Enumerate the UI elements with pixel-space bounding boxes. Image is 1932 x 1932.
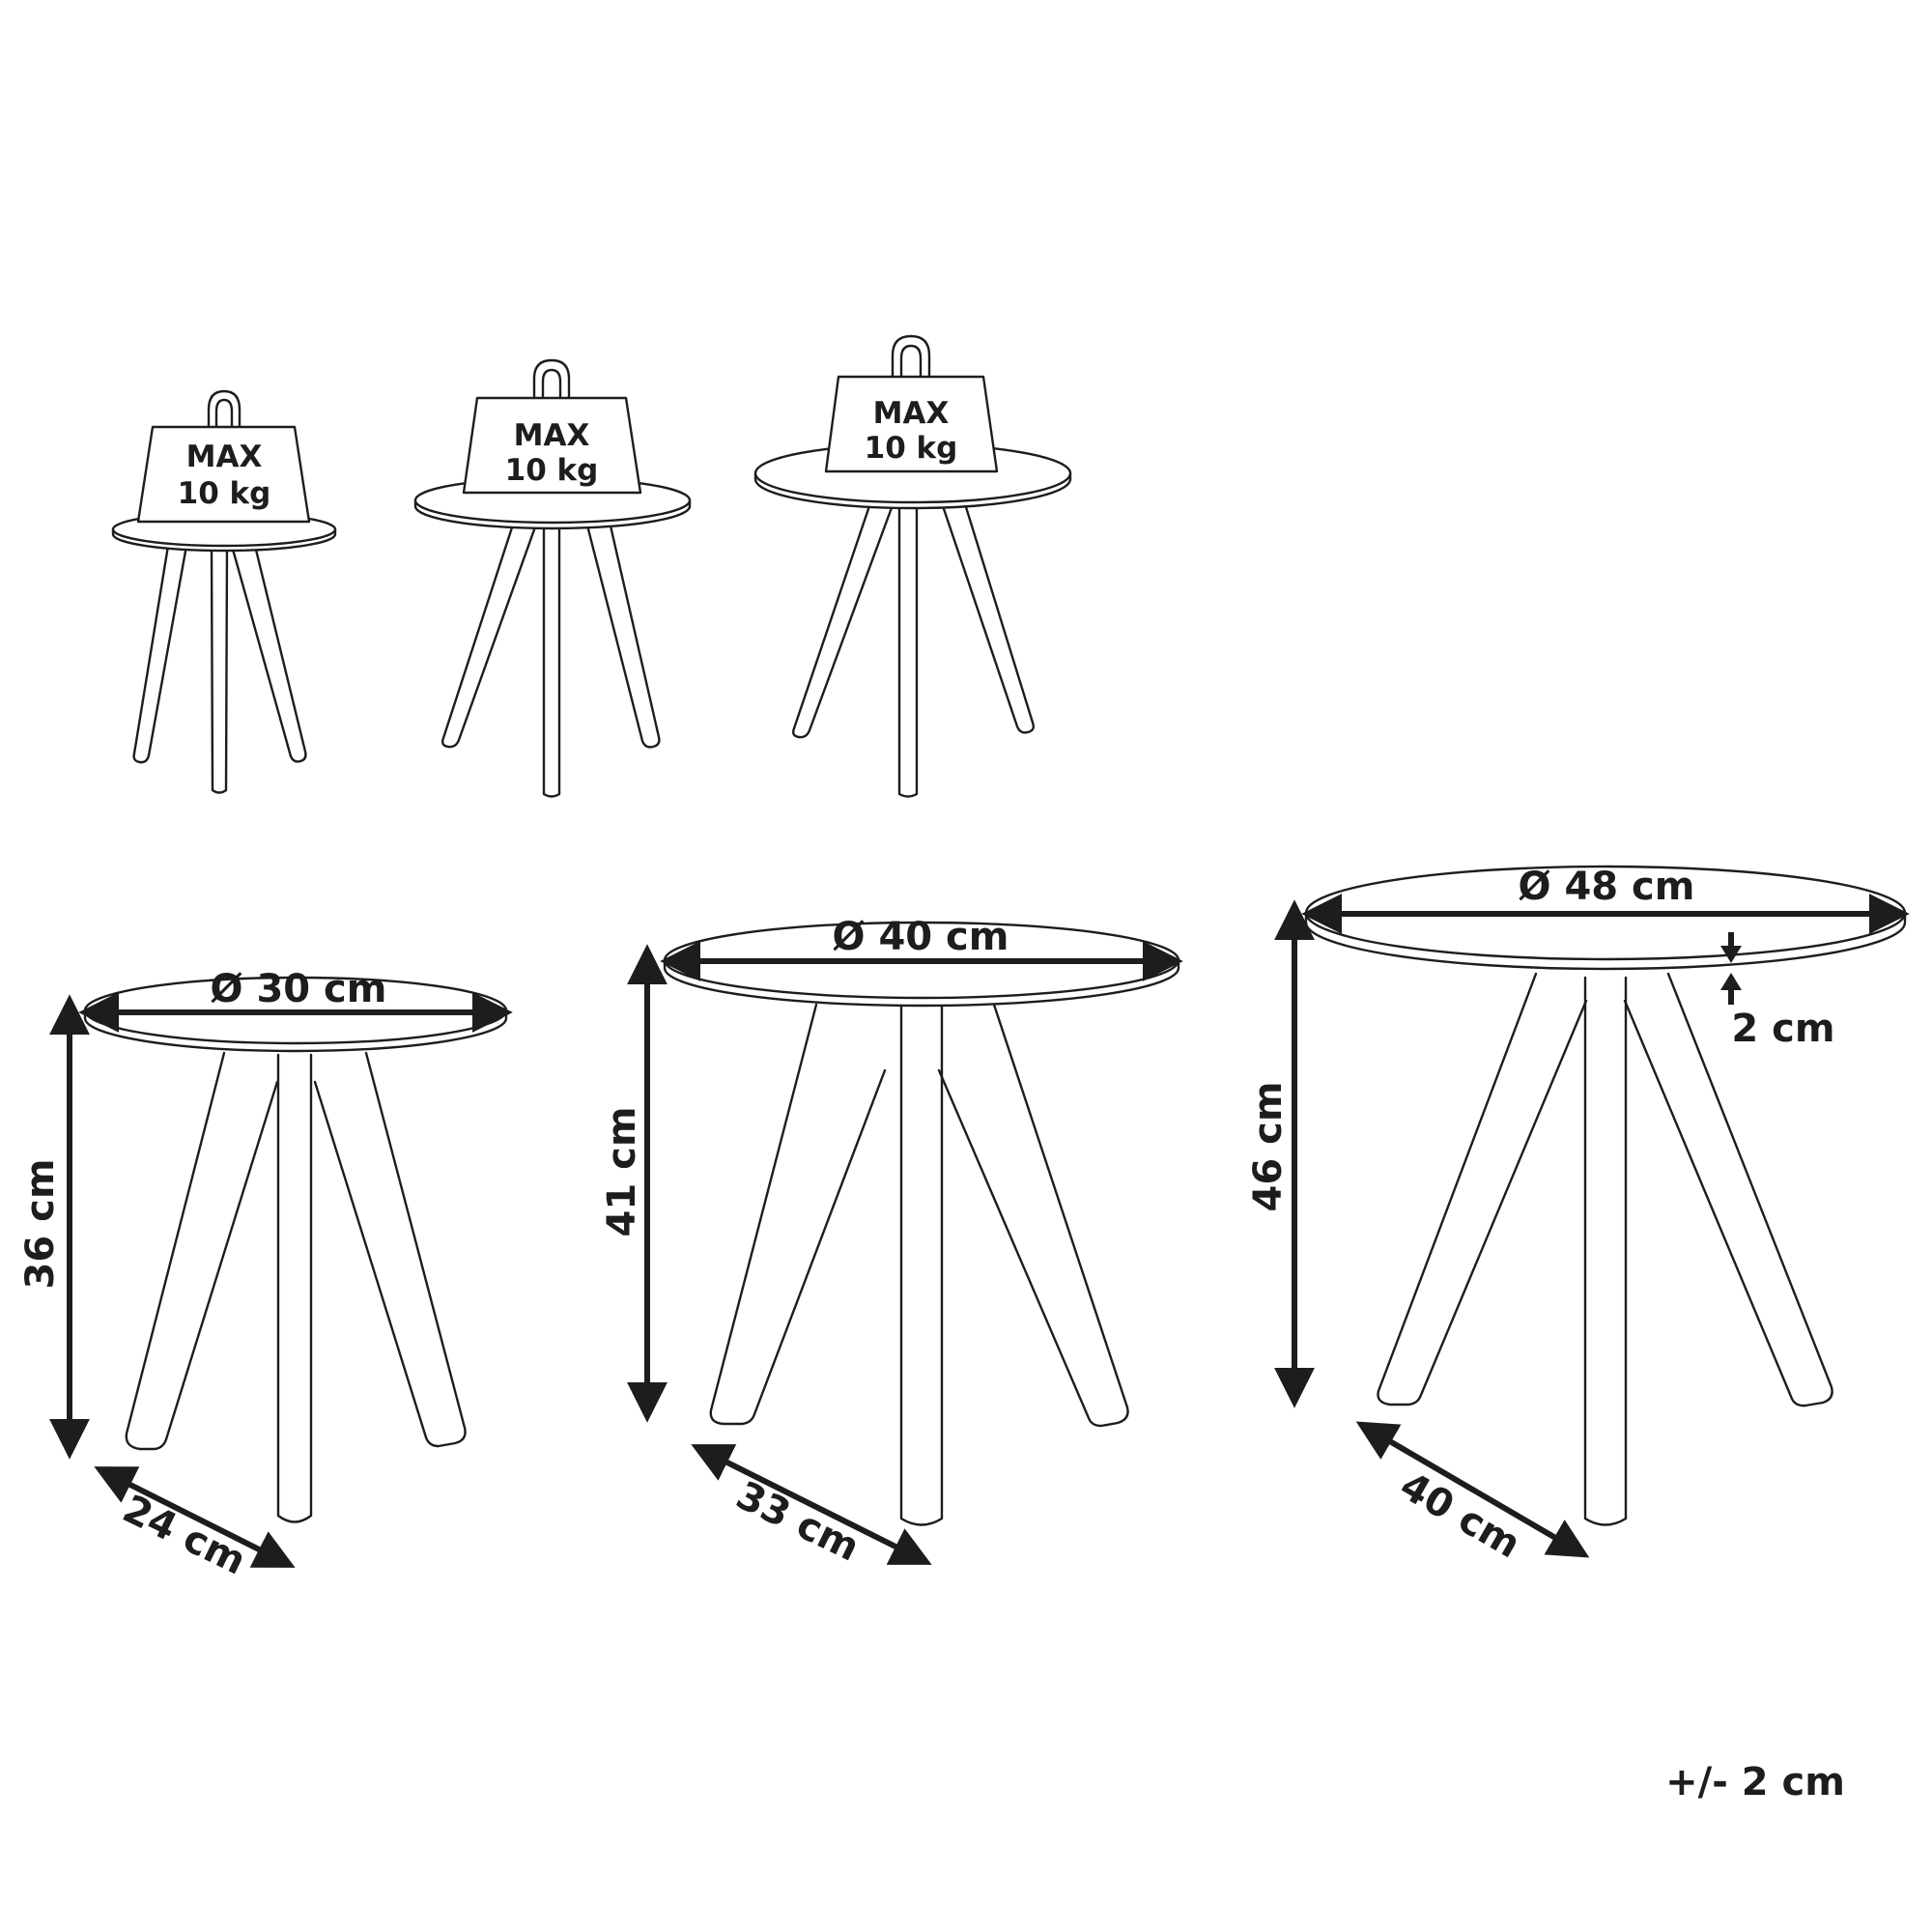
large-thickness-label: 2 cm xyxy=(1731,1007,1834,1051)
medium-table-load-illustration: MAX 10 kg xyxy=(413,358,692,798)
medium-height-label: 41 cm xyxy=(600,1107,644,1237)
medium-table-legs xyxy=(440,520,661,798)
small-table-load-illustration: MAX 10 kg xyxy=(111,389,337,794)
large-thickness-indicator xyxy=(1720,932,1742,1005)
small-diameter-label: Ø 30 cm xyxy=(211,967,387,1011)
tolerance-note: +/- 2 cm xyxy=(1665,1760,1845,1804)
medium-table-weight-icon: MAX 10 kg xyxy=(462,358,642,495)
large-height-label: 46 cm xyxy=(1246,1082,1291,1212)
large-base-arrow xyxy=(1355,1421,1590,1558)
small-base-label: 24 cm xyxy=(116,1487,252,1584)
large-table-load-illustration: MAX 10 kg xyxy=(753,334,1072,798)
small-table-dimensions: Ø 30 cm 36 cm 24 cm xyxy=(18,967,513,1584)
small-weight-line1: MAX xyxy=(186,440,263,474)
medium-weight-line1: MAX xyxy=(514,418,590,453)
small-weight-line2: 10 kg xyxy=(178,476,271,511)
small-table-legs xyxy=(132,544,307,794)
large-weight-line2: 10 kg xyxy=(865,431,958,466)
small-height-label: 36 cm xyxy=(18,1159,63,1290)
medium-table-dimensions: Ø 40 cm 41 cm 33 cm xyxy=(600,915,1183,1571)
medium-base-label: 33 cm xyxy=(729,1473,866,1571)
medium-base-arrow xyxy=(691,1444,932,1565)
small-table-drawing xyxy=(83,976,508,1523)
medium-diameter-label: Ø 40 cm xyxy=(833,915,1009,959)
medium-weight-line2: 10 kg xyxy=(505,453,599,488)
large-table-legs xyxy=(791,493,1036,798)
small-base-arrow xyxy=(94,1466,296,1568)
large-table-drawing xyxy=(1304,865,1907,1526)
large-table-dimensions: Ø 48 cm 46 cm 40 cm 2 cm xyxy=(1246,865,1910,1567)
large-weight-line1: MAX xyxy=(873,396,950,431)
large-table-weight-icon: MAX 10 kg xyxy=(824,334,999,473)
large-diameter-label: Ø 48 cm xyxy=(1519,865,1695,909)
small-table-weight-icon: MAX 10 kg xyxy=(136,389,311,524)
medium-table-drawing xyxy=(663,921,1180,1526)
